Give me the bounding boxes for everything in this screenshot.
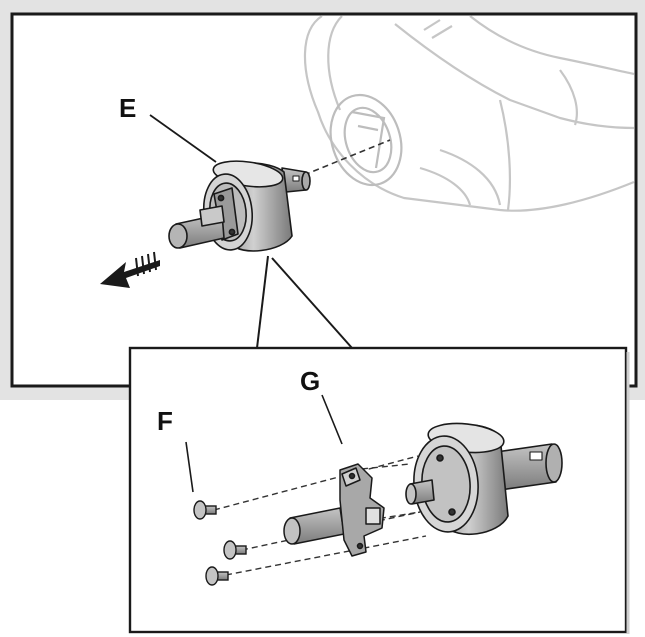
screw-f-1 — [193, 500, 217, 520]
screws-f — [193, 500, 247, 586]
part-g-bracket — [283, 463, 385, 557]
part-e-detail-coupling — [405, 422, 563, 536]
screw-f-3 — [205, 566, 229, 586]
label-g: G — [300, 366, 321, 396]
detail-panel — [128, 346, 628, 634]
machine-socket — [329, 93, 403, 187]
removal-arrow — [100, 251, 160, 288]
callout-connector — [256, 255, 353, 349]
alignment-line-e — [303, 139, 391, 176]
screw-f-2 — [223, 540, 247, 560]
label-f: F — [157, 406, 173, 436]
leader-line-f — [185, 441, 194, 493]
label-e: E — [119, 93, 137, 123]
leader-line-g — [321, 394, 343, 445]
top-panel — [10, 12, 638, 388]
machine-housing — [303, 15, 635, 212]
leader-line-e — [149, 114, 217, 163]
part-e-coupling — [168, 160, 311, 252]
